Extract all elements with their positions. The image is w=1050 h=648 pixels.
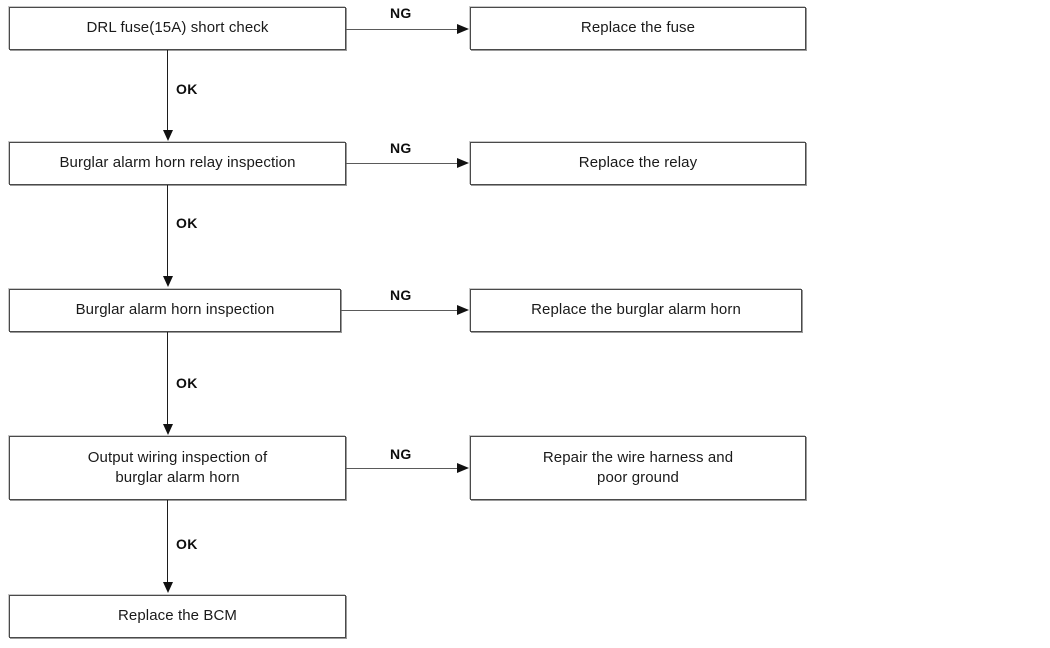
arrowhead-ok-1: [163, 130, 173, 141]
check-node-step-4-label: Output wiring inspection of burglar alar…: [87, 448, 268, 486]
arrowhead-ok-2: [163, 276, 173, 287]
connector-ok-4: [167, 500, 168, 583]
connector-ng-4: [346, 468, 459, 469]
edge-label-ok-3: OK: [176, 375, 198, 391]
connector-ok-2: [167, 185, 168, 277]
action-node-step-1-label: Replace the fuse: [580, 19, 696, 37]
arrowhead-ng-2: [457, 158, 469, 168]
action-node-step-5-label: Replace the BCM: [117, 607, 238, 625]
connector-ng-2: [346, 163, 459, 164]
action-node-step-3-label: Replace the burglar alarm horn: [531, 301, 741, 319]
action-node-step-4[interactable]: Repair the wire harness and poor ground: [470, 436, 806, 500]
check-node-step-2-label: Burglar alarm horn relay inspection: [59, 154, 296, 172]
connector-ok-3: [167, 332, 168, 425]
action-node-step-1[interactable]: Replace the fuse: [470, 7, 806, 50]
check-node-step-1-label: DRL fuse(15A) short check: [86, 19, 269, 37]
edge-label-ng-4: NG: [390, 446, 412, 462]
arrowhead-ng-1: [457, 24, 469, 34]
arrowhead-ng-3: [457, 305, 469, 315]
arrowhead-ok-3: [163, 424, 173, 435]
edge-label-ng-2: NG: [390, 140, 412, 156]
check-node-step-3-label: Burglar alarm horn inspection: [75, 301, 275, 319]
action-node-step-3[interactable]: Replace the burglar alarm horn: [470, 289, 802, 332]
connector-ok-1: [167, 50, 168, 131]
action-node-step-5[interactable]: Replace the BCM: [9, 595, 346, 638]
edge-label-ok-1: OK: [176, 81, 198, 97]
arrowhead-ng-4: [457, 463, 469, 473]
edge-label-ok-4: OK: [176, 536, 198, 552]
edge-label-ng-1: NG: [390, 5, 412, 21]
edge-label-ok-2: OK: [176, 215, 198, 231]
connector-ng-3: [341, 310, 459, 311]
check-node-step-3[interactable]: Burglar alarm horn inspection: [9, 289, 341, 332]
arrowhead-ok-4: [163, 582, 173, 593]
connector-ng-1: [346, 29, 459, 30]
edge-label-ng-3: NG: [390, 287, 412, 303]
action-node-step-2[interactable]: Replace the relay: [470, 142, 806, 185]
check-node-step-2[interactable]: Burglar alarm horn relay inspection: [9, 142, 346, 185]
check-node-step-1[interactable]: DRL fuse(15A) short check: [9, 7, 346, 50]
action-node-step-2-label: Replace the relay: [578, 154, 698, 172]
action-node-step-4-label: Repair the wire harness and poor ground: [542, 448, 734, 486]
check-node-step-4[interactable]: Output wiring inspection of burglar alar…: [9, 436, 346, 500]
